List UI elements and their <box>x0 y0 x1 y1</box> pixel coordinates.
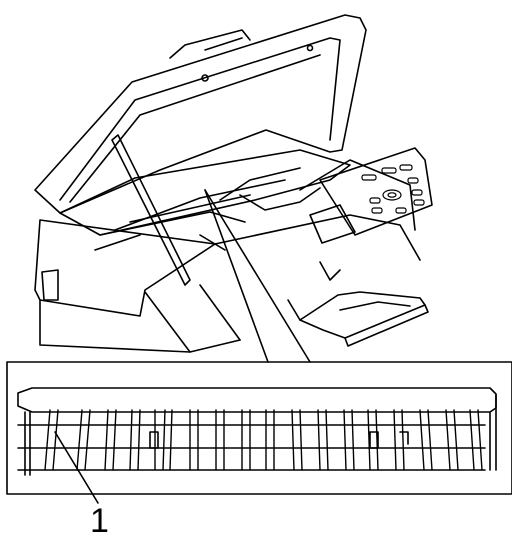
zoom-lines <box>204 189 311 363</box>
scanner-interior <box>59 149 351 251</box>
lcd-screen <box>309 204 356 244</box>
scanner-cover <box>34 14 367 214</box>
control-panel <box>309 147 433 244</box>
support-arm <box>111 134 191 286</box>
output-tray <box>287 261 429 347</box>
callout-leader <box>54 431 99 504</box>
callout-number-1: 1 <box>90 502 109 540</box>
detail-box <box>6 361 512 495</box>
printer-body <box>34 159 421 353</box>
